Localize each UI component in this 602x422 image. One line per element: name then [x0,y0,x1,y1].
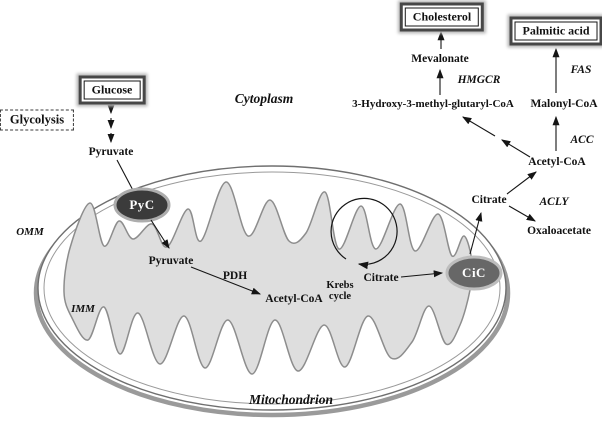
arrow-pyruvate-to-acetylcoa-pdh [190,266,262,295]
malonyl-coa-label: Malonyl-CoA [530,97,598,110]
imm-label: IMM [71,303,95,316]
hmg-coa-label: 3-Hydroxy-3-methyl-glutaryl-CoA [352,98,514,111]
acetyl-coa-cytoplasm-label: Acetyl-CoA [528,155,586,168]
pyruvate-matrix-label: Pyruvate [148,254,194,267]
arrow-citrate-to-acetylcoa-acly [506,171,537,195]
arrow-pyc-to-pyruvate [150,219,170,249]
inner-membrane-cristae [63,181,474,375]
glycolysis-box: Glycolysis [0,109,75,131]
cholesterol-box: Cholesterol [404,7,480,27]
hmgcr-enzyme-label: HMGCR [457,73,501,86]
mitochondrion-label: Mitochondrion [248,391,334,407]
arrow-citrate-to-cic [400,270,444,278]
citrate-matrix-label: Citrate [363,271,399,284]
acetyl-coa-matrix-label: Acetyl-CoA [265,292,323,305]
acc-enzyme-label: ACC [570,133,594,146]
acly-enzyme-label: ACLY [539,195,569,208]
krebs-cycle-label: Krebs cycle [326,280,353,302]
palmitic-acid-box: Palmitic acid [514,21,598,41]
glucose-box: Glucose [83,80,141,100]
pyc-transporter-label: PyC [129,197,155,213]
krebs-cycle-line2: cycle [328,291,352,302]
arrow-acetylcoa-to-hmgcoa-step-1 [501,139,531,158]
cytoplasm-label: Cytoplasm [234,90,294,106]
krebs-cycle-circle [330,197,398,270]
arrow-cic-to-citrate-cytoplasm [469,211,483,255]
cic-transporter-label: CiC [462,265,486,281]
mevalonate-label: Mevalonate [411,52,469,65]
outer-membrane-inner-line [43,171,501,405]
arrow-acetylcoa-to-hmgcoa-step-2 [462,116,496,137]
pyc-transporter-ellipse [113,187,171,223]
omm-label: OMM [16,226,44,239]
krebs-cycle-line1: Krebs [326,279,354,291]
oxaloacetate-label: Oxaloacetate [527,224,591,237]
citrate-cytoplasm-label: Citrate [471,193,507,206]
pathway-arrows [107,30,560,295]
pyruvate-cytoplasm-label: Pyruvate [88,145,134,158]
fas-enzyme-label: FAS [570,63,592,76]
pdh-enzyme-label: PDH [222,269,248,282]
arrow-citrate-to-oxaloacetate [508,205,536,222]
cic-transporter-ellipse [445,255,503,291]
